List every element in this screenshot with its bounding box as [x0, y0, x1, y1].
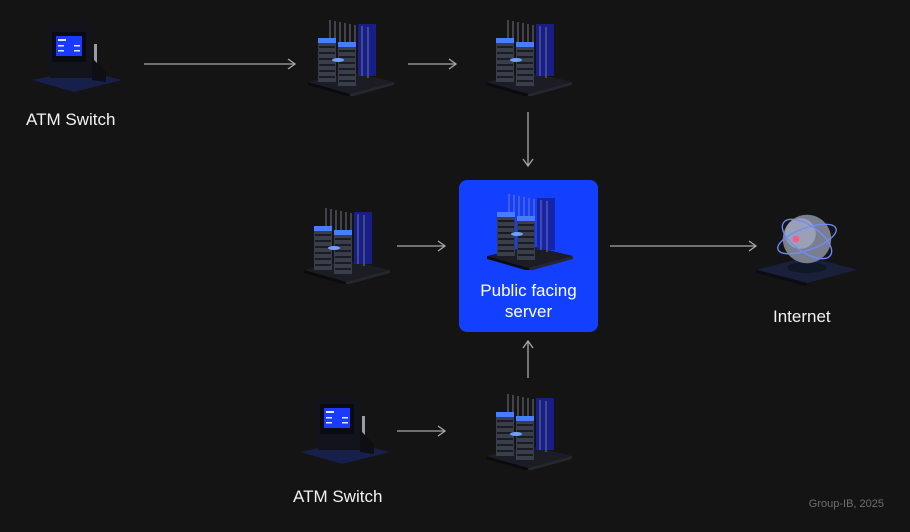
node-server-3: [296, 204, 396, 284]
arrow-server-1-to-server-2: [408, 58, 458, 70]
arrow-atm-bottom-to-server-4: [397, 425, 447, 437]
server-rack-icon: [296, 204, 396, 284]
node-atm-switch-top: [26, 18, 126, 98]
server-rack-icon: [478, 16, 578, 96]
public-facing-server-label: Public facing server: [480, 281, 577, 321]
arrow-atm-top-to-server-1: [144, 58, 297, 70]
server-rack-icon: [478, 390, 578, 470]
server-rack-icon: [479, 190, 579, 270]
server-rack-icon: [300, 16, 400, 96]
arrow-public-server-to-internet: [610, 240, 758, 252]
atm-machine-icon: [26, 18, 126, 98]
arrow-server-3-to-public-server: [397, 240, 447, 252]
arrow-server-4-to-public-server: [522, 339, 534, 378]
globe-icon: [752, 206, 862, 294]
node-atm-switch-bottom: [294, 390, 394, 470]
node-public-facing-server: Public facing server: [459, 180, 598, 332]
node-internet: [752, 206, 862, 294]
node-server-4: [478, 390, 578, 470]
footer-credit: Group-IB, 2025: [808, 498, 884, 510]
node-server-2: [478, 16, 578, 96]
atm-switch-bottom-label: ATM Switch: [293, 487, 383, 506]
node-server-1: [300, 16, 400, 96]
atm-switch-top-label: ATM Switch: [26, 110, 116, 129]
internet-label: Internet: [773, 307, 831, 326]
arrow-server-2-to-public-server: [522, 112, 534, 168]
atm-machine-icon: [294, 390, 394, 470]
